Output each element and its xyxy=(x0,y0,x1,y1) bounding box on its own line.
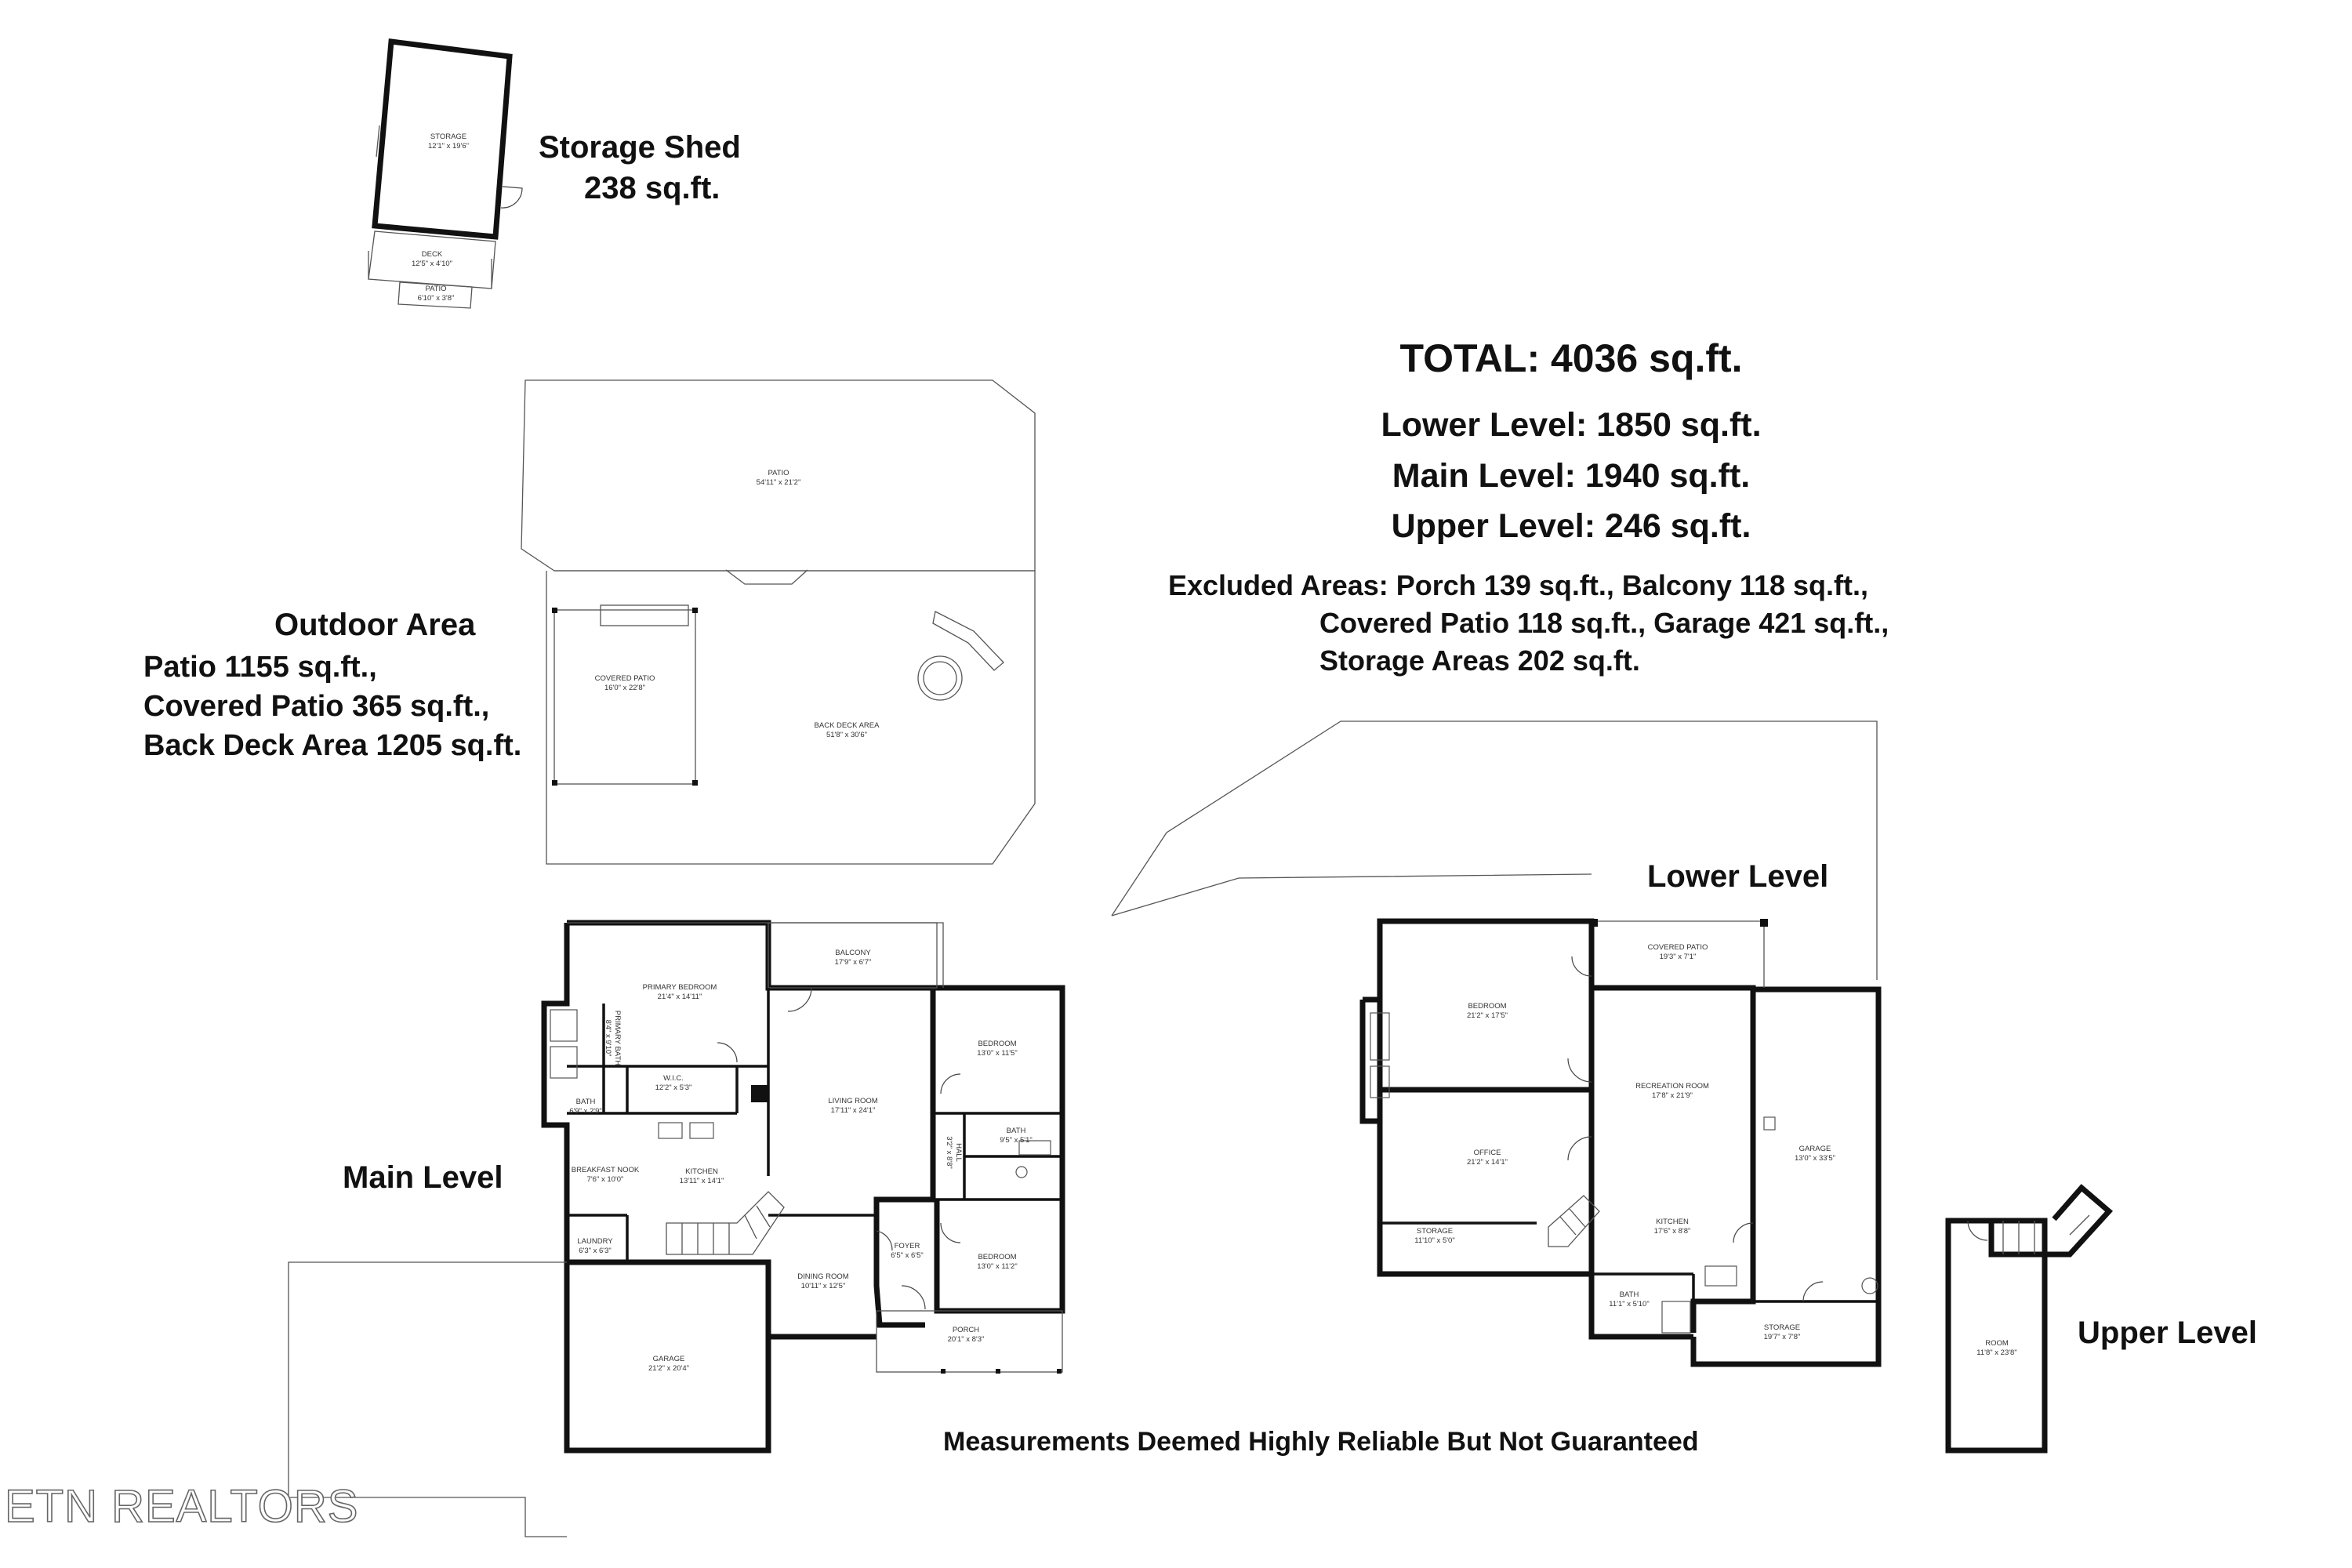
main-dining-room-name: DINING ROOM xyxy=(797,1272,849,1281)
lower-bath-name: BATH xyxy=(1620,1290,1639,1299)
main-foyer-dim: 6'5" x 6'5" xyxy=(891,1251,924,1260)
lower-storage-right-dim: 19'7" x 7'8" xyxy=(1764,1333,1801,1341)
main-wic-name: W.I.C. xyxy=(663,1074,684,1083)
main-hall-dim: 3'2" x 8'8" xyxy=(945,1136,953,1169)
lower-bedroom-dim: 21'2" x 17'5" xyxy=(1467,1011,1508,1020)
main-primary-bath-name: PRIMARY BATH xyxy=(613,1011,622,1065)
main-dining-room-dim: 10'11" x 12'5" xyxy=(801,1282,846,1290)
main-living-room-dim: 17'11" x 24'1" xyxy=(831,1106,876,1115)
main-bath-left-name: BATH xyxy=(576,1098,596,1106)
main-laundry-dim: 6'3" x 6'3" xyxy=(579,1247,612,1255)
main-balcony-dim: 17'9" x 6'7" xyxy=(835,958,872,967)
main-porch-dim: 20'1" x 8'3" xyxy=(948,1335,985,1344)
outdoor-back-deck-area: Back Deck Area 1205 sq.ft. xyxy=(143,729,522,762)
lower-covered-patio-dim: 19'3" x 7'1" xyxy=(1660,953,1697,961)
main-laundry-name: LAUNDRY xyxy=(577,1237,613,1246)
lower-kitchen-dim: 17'6" x 8'8" xyxy=(1654,1227,1691,1236)
excluded-areas-line2: Covered Patio 118 sq.ft., Garage 421 sq.… xyxy=(1319,607,1889,639)
shed-storage-name: STORAGE xyxy=(430,132,466,141)
lower-storage-left-name: STORAGE xyxy=(1417,1227,1453,1236)
outdoor-covered-patio-name: COVERED PATIO xyxy=(595,674,655,683)
main-kitchen-dim: 13'11" x 14'1" xyxy=(680,1177,724,1185)
lower-level-area: Lower Level: 1850 sq.ft. xyxy=(1381,406,1762,444)
shed-patio-name: PATIO xyxy=(425,285,446,293)
excluded-areas-line3: Storage Areas 202 sq.ft. xyxy=(1319,644,1640,677)
main-bedroom1-dim: 13'0" x 11'5" xyxy=(977,1049,1017,1058)
lower-storage-left-dim: 11'10" x 5'0" xyxy=(1414,1236,1454,1245)
main-level-area: Main Level: 1940 sq.ft. xyxy=(1392,457,1751,495)
main-bedroom2-name: BEDROOM xyxy=(978,1253,1016,1261)
lower-bath-dim: 11'1" x 5'10" xyxy=(1609,1300,1649,1308)
outdoor-area-title: Outdoor Area xyxy=(274,608,476,642)
storage-shed-plan: STORAGE 12'1" x 19'6" DECK 12'5" x 4'10"… xyxy=(368,38,523,309)
outdoor-area-plan: PATIO 54'11" x 21'2" COVERED PATIO 16'0"… xyxy=(521,379,1036,865)
excluded-areas-line1: Excluded Areas: Porch 139 sq.ft., Balcon… xyxy=(1168,569,1868,601)
main-primary-bedroom-dim: 21'4" x 14'11" xyxy=(658,993,702,1001)
realtor-watermark: ETN REALTORS xyxy=(4,1480,359,1533)
lower-level-title: Lower Level xyxy=(1647,859,1829,894)
lower-recreation-room-name: RECREATION ROOM xyxy=(1635,1082,1709,1091)
outdoor-patio-dim: 54'11" x 21'2" xyxy=(757,478,801,487)
outdoor-covered-patio-area: Covered Patio 365 sq.ft., xyxy=(143,690,490,723)
lower-recreation-room-dim: 17'8" x 21'9" xyxy=(1652,1091,1693,1100)
lower-office-name: OFFICE xyxy=(1474,1149,1501,1157)
outdoor-covered-patio-dim: 16'0" x 22'8" xyxy=(604,684,645,692)
upper-room-dim: 11'8" x 23'8" xyxy=(1976,1348,2016,1357)
main-primary-bath-dim: 8'4" x 9'10" xyxy=(604,1020,612,1057)
main-bath-right-name: BATH xyxy=(1007,1127,1026,1135)
outdoor-patio-name: PATIO xyxy=(768,469,789,477)
shed-patio-dim: 6'10" x 3'8" xyxy=(418,294,455,303)
lower-office-dim: 21'2" x 14'1" xyxy=(1467,1158,1508,1167)
main-bedroom1-name: BEDROOM xyxy=(978,1040,1016,1048)
outdoor-back-deck-name: BACK DECK AREA xyxy=(815,721,880,730)
lower-bedroom-name: BEDROOM xyxy=(1468,1002,1506,1011)
shed-storage-dim: 12'1" x 19'6" xyxy=(428,142,469,151)
main-foyer-name: FOYER xyxy=(895,1242,920,1250)
upper-level-area: Upper Level: 246 sq.ft. xyxy=(1391,507,1751,545)
main-living-room-name: LIVING ROOM xyxy=(828,1097,877,1105)
main-level-plan: PRIMARY BEDROOM 21'4" x 14'11" BALCONY 1… xyxy=(288,920,1065,1537)
upper-room-name: ROOM xyxy=(1985,1339,2009,1348)
lower-storage-right-name: STORAGE xyxy=(1764,1323,1800,1332)
main-kitchen-name: KITCHEN xyxy=(685,1167,718,1176)
storage-shed-area: 238 sq.ft. xyxy=(584,171,720,205)
main-garage-name: GARAGE xyxy=(653,1355,685,1363)
lower-garage-name: GARAGE xyxy=(1799,1145,1831,1153)
main-garage-dim: 21'2" x 20'4" xyxy=(648,1364,689,1373)
storage-shed-title: Storage Shed xyxy=(539,130,741,165)
main-primary-bedroom-name: PRIMARY BEDROOM xyxy=(643,983,717,992)
outdoor-back-deck-dim: 51'8" x 30'6" xyxy=(826,731,867,739)
main-bedroom2-dim: 13'0" x 11'2" xyxy=(977,1262,1017,1271)
main-bath-right-dim: 9'5" x 5'1" xyxy=(1000,1136,1033,1145)
main-level-title: Main Level xyxy=(343,1160,503,1195)
lower-level-plan: BEDROOM 21'2" x 17'5" COVERED PATIO 19'3… xyxy=(1111,720,1882,1367)
upper-level-title: Upper Level xyxy=(2078,1316,2257,1350)
outdoor-patio-area: Patio 1155 sq.ft., xyxy=(143,651,377,684)
main-balcony-name: BALCONY xyxy=(835,949,871,957)
main-breakfast-nook-dim: 7'6" x 10'0" xyxy=(587,1175,624,1184)
main-wic-dim: 12'2" x 5'3" xyxy=(655,1083,692,1092)
main-porch-name: PORCH xyxy=(953,1326,979,1334)
main-hall-name: HALL xyxy=(954,1143,963,1162)
shed-deck-name: DECK xyxy=(422,250,443,259)
total-area: TOTAL: 4036 sq.ft. xyxy=(1399,336,1743,380)
upper-level-plan: ROOM 11'8" x 23'8" xyxy=(1945,1184,2114,1454)
measurement-disclaimer: Measurements Deemed Highly Reliable But … xyxy=(943,1427,1699,1457)
main-bath-left-dim: 6'9" x 2'9" xyxy=(569,1107,602,1116)
shed-deck-dim: 12'5" x 4'10" xyxy=(412,260,452,268)
lower-kitchen-name: KITCHEN xyxy=(1656,1218,1689,1226)
lower-covered-patio-name: COVERED PATIO xyxy=(1648,943,1708,952)
main-breakfast-nook-name: BREAKFAST NOOK xyxy=(572,1166,640,1174)
lower-garage-dim: 13'0" x 33'5" xyxy=(1795,1154,1835,1163)
